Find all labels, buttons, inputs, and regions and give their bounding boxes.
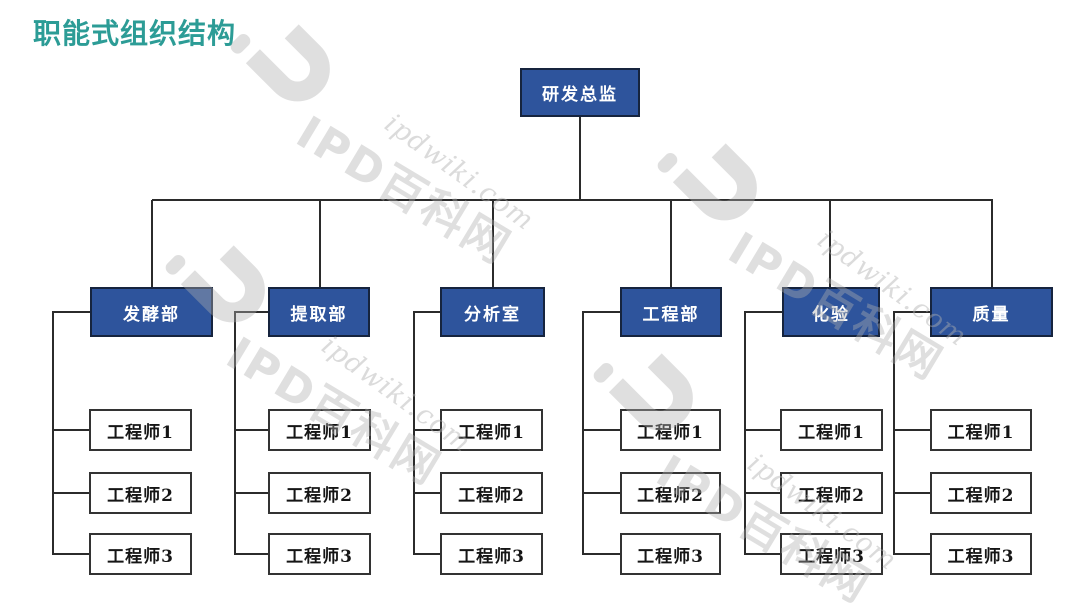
connector: [413, 311, 415, 555]
node-root-label: 研发总监: [542, 85, 618, 105]
node-engineer-label: 工程师1: [458, 422, 525, 443]
connector: [52, 492, 89, 494]
connector: [52, 311, 54, 555]
node-engineer: 工程师2: [268, 472, 371, 514]
node-engineer-label: 工程师3: [947, 546, 1015, 567]
node-dept-label: 分析室: [464, 304, 521, 325]
node-engineer-label: 工程师3: [637, 546, 704, 567]
node-dept-fajiao: 发酵部: [90, 287, 213, 337]
node-dept-tiqu: 提取部: [268, 287, 370, 337]
node-dept-zhiliang: 质量: [930, 287, 1053, 337]
connector: [492, 200, 494, 288]
connector: [413, 553, 440, 555]
connector: [744, 311, 746, 555]
connector: [52, 553, 89, 555]
node-dept-label: 质量: [972, 304, 1011, 325]
node-dept-label: 发酵部: [123, 304, 180, 325]
node-engineer-label: 工程师1: [798, 422, 865, 443]
connector: [152, 199, 993, 201]
node-engineer: 工程师3: [780, 533, 883, 575]
node-engineer-label: 工程师1: [107, 422, 174, 443]
connector: [582, 492, 620, 494]
node-engineer-label: 工程师2: [458, 485, 525, 506]
watermark-url: ipdwiki.com: [378, 108, 540, 237]
connector: [234, 429, 268, 431]
ipd-logo-icon: [657, 143, 757, 221]
node-dept-label: 工程部: [642, 304, 700, 325]
connector: [52, 429, 89, 431]
node-dept-fenxi: 分析室: [440, 287, 545, 337]
connector: [234, 311, 236, 555]
connector: [413, 492, 440, 494]
node-engineer-label: 工程师2: [798, 485, 865, 506]
connector: [744, 311, 782, 313]
node-engineer: 工程师1: [268, 409, 371, 451]
node-engineer-label: 工程师3: [458, 546, 525, 567]
page-title: 职能式组织结构: [33, 17, 237, 50]
connector: [893, 311, 895, 555]
node-engineer: 工程师1: [780, 409, 883, 451]
connector: [744, 492, 780, 494]
node-dept-label: 提取部: [290, 304, 348, 325]
connector: [893, 553, 930, 555]
node-engineer: 工程师3: [268, 533, 371, 575]
node-engineer: 工程师2: [930, 472, 1032, 514]
node-engineer-label: 工程师2: [107, 485, 174, 506]
node-engineer-label: 工程师1: [286, 422, 353, 443]
node-dept-huayan: 化验: [782, 287, 880, 337]
connector: [893, 311, 930, 313]
node-engineer: 工程师2: [780, 472, 883, 514]
connector: [582, 553, 620, 555]
connector: [234, 311, 268, 313]
node-root: 研发总监: [520, 68, 640, 117]
connector: [893, 429, 930, 431]
node-dept-label: 化验: [812, 304, 850, 325]
connector: [991, 200, 993, 288]
node-engineer: 工程师1: [440, 409, 543, 451]
node-engineer: 工程师3: [620, 533, 721, 575]
node-engineer-label: 工程师2: [286, 485, 353, 506]
connector: [670, 200, 672, 288]
node-engineer: 工程师3: [930, 533, 1032, 575]
node-engineer-label: 工程师3: [107, 546, 174, 567]
connector: [893, 492, 930, 494]
node-engineer: 工程师1: [620, 409, 721, 451]
node-engineer-label: 工程师3: [286, 546, 353, 567]
node-engineer: 工程师3: [440, 533, 543, 575]
connector: [413, 311, 440, 313]
connector: [582, 311, 620, 313]
connector: [413, 429, 440, 431]
node-engineer: 工程师2: [89, 472, 192, 514]
node-dept-gongcheng: 工程部: [620, 287, 722, 337]
node-engineer-label: 工程师2: [947, 485, 1015, 506]
connector: [234, 553, 268, 555]
node-engineer: 工程师2: [620, 472, 721, 514]
node-engineer-label: 工程师3: [798, 546, 865, 567]
node-engineer: 工程师1: [89, 409, 192, 451]
connector: [579, 117, 581, 201]
node-engineer: 工程师2: [440, 472, 543, 514]
node-engineer: 工程师1: [930, 409, 1032, 451]
connector: [582, 311, 584, 555]
node-engineer-label: 工程师2: [637, 485, 704, 506]
connector: [151, 200, 153, 288]
connector: [319, 200, 321, 288]
watermark-text: IPD百科网: [287, 105, 521, 275]
watermark-text: IPD百科网: [217, 326, 451, 496]
watermark-text: IPD百科网: [647, 444, 881, 605]
node-engineer-label: 工程师1: [637, 422, 704, 443]
connector: [234, 492, 268, 494]
connector: [52, 311, 90, 313]
connector: [744, 429, 780, 431]
ipd-logo-icon: [230, 24, 330, 102]
connector: [829, 200, 831, 288]
node-engineer-label: 工程师1: [947, 422, 1015, 443]
node-engineer: 工程师3: [89, 533, 192, 575]
connector: [582, 429, 620, 431]
connector: [744, 553, 780, 555]
